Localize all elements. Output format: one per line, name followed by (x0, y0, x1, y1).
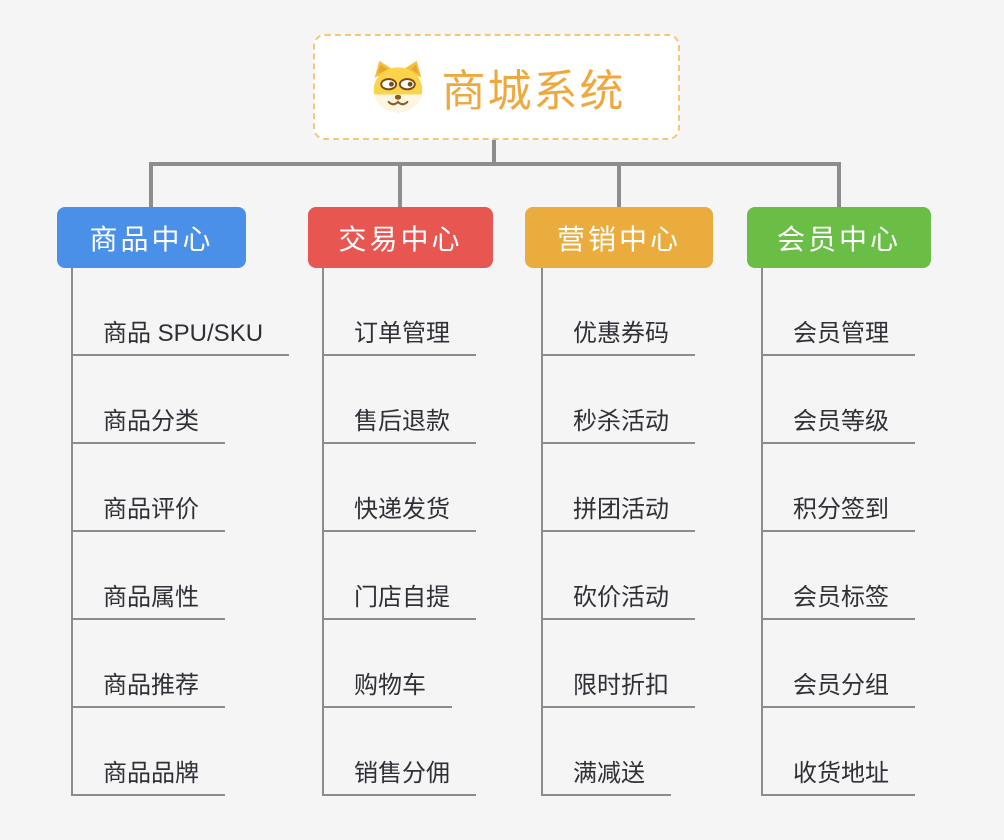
leaf-item[interactable]: 收货地址 (763, 708, 915, 796)
leaf-item[interactable]: 商品分类 (73, 356, 225, 444)
branch-drop-line (149, 162, 153, 208)
leaf-item[interactable]: 销售分佣 (324, 708, 476, 796)
branch-bus-line (149, 162, 841, 166)
leaf-column-product: 商品 SPU/SKU 商品分类 商品评价 商品属性 商品推荐 商品品牌 (71, 268, 290, 796)
leaf-item[interactable]: 快递发货 (324, 444, 476, 532)
leaf-item[interactable]: 会员等级 (763, 356, 915, 444)
leaf-item[interactable]: 拼团活动 (543, 444, 695, 532)
leaf-item[interactable]: 售后退款 (324, 356, 476, 444)
leaf-item[interactable]: 限时折扣 (543, 620, 695, 708)
leaf-item[interactable]: 购物车 (324, 620, 452, 708)
leaf-item[interactable]: 秒杀活动 (543, 356, 695, 444)
leaf-item[interactable]: 砍价活动 (543, 532, 695, 620)
leaf-item[interactable]: 商品品牌 (73, 708, 225, 796)
branch-drop-line (617, 162, 621, 208)
leaf-column-trade: 订单管理 售后退款 快递发货 门店自提 购物车 销售分佣 (322, 268, 476, 796)
dog-face-icon (373, 60, 422, 113)
root-connector-line (492, 140, 496, 164)
branch-drop-line (398, 162, 402, 208)
leaf-item[interactable]: 积分签到 (763, 444, 915, 532)
leaf-item[interactable]: 商品推荐 (73, 620, 225, 708)
leaf-item[interactable]: 优惠券码 (543, 268, 695, 356)
branch-node-marketing[interactable]: 营销中心 (525, 207, 713, 268)
root-title: 商城系统 (441, 67, 626, 116)
leaf-item[interactable]: 商品评价 (73, 444, 225, 532)
leaf-item[interactable]: 订单管理 (324, 268, 476, 356)
leaf-item[interactable]: 会员标签 (763, 532, 915, 620)
branch-node-product[interactable]: 商品中心 (57, 207, 246, 268)
branch-node-member[interactable]: 会员中心 (747, 207, 931, 268)
branch-node-trade[interactable]: 交易中心 (308, 207, 493, 268)
leaf-item[interactable]: 商品 SPU/SKU (73, 268, 290, 356)
root-node[interactable]: 商城系统 (313, 34, 680, 140)
leaf-item[interactable]: 满减送 (543, 708, 671, 796)
leaf-item[interactable]: 商品属性 (73, 532, 225, 620)
leaf-item[interactable]: 会员分组 (763, 620, 915, 708)
branch-drop-line (837, 162, 841, 208)
leaf-column-member: 会员管理 会员等级 积分签到 会员标签 会员分组 收货地址 (761, 268, 915, 796)
leaf-item[interactable]: 门店自提 (324, 532, 476, 620)
leaf-item[interactable]: 会员管理 (763, 268, 915, 356)
leaf-column-marketing: 优惠券码 秒杀活动 拼团活动 砍价活动 限时折扣 满减送 (541, 268, 695, 796)
